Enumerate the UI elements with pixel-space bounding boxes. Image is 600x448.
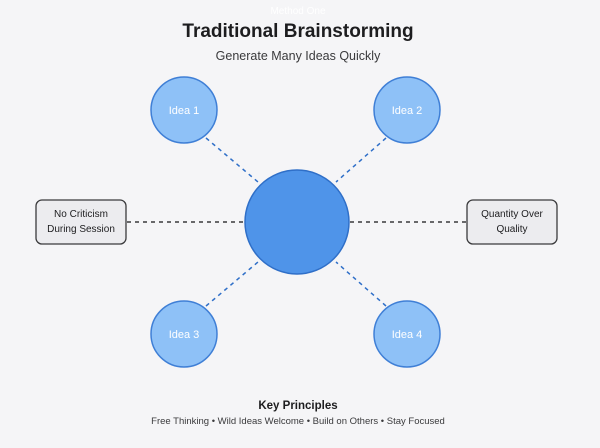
key-principles-title: Key Principles [258,400,337,412]
idea-circle [150,300,218,368]
idea-node-4: Idea 4 [373,300,441,368]
right-box-line-2: Quality [496,224,527,235]
connector-idea-2 [335,137,387,183]
left-box-line-2: During Session [47,224,115,235]
connector-idea-1 [205,137,259,183]
right-principle-box: Quantity Over Quality [466,199,558,245]
idea-label: Idea 2 [392,105,423,117]
idea-label: Idea 3 [169,329,200,341]
idea-label: Idea 1 [169,105,200,117]
idea-circle [373,300,441,368]
left-box-rect [35,199,127,245]
connectors [127,137,466,307]
diagram-subtitle: Generate Many Ideas Quickly [216,49,381,63]
right-box-line-1: Quantity Over [481,209,543,220]
idea-circle [373,76,441,144]
right-box-rect [466,199,558,245]
connector-idea-4 [335,261,387,307]
left-principle-box: No Criticism During Session [35,199,127,245]
diagram-title: Traditional Brainstorming [182,21,413,42]
idea-circle [150,76,218,144]
idea-node-1: Idea 1 [150,76,218,144]
idea-label: Idea 4 [392,329,423,341]
center-node [244,169,350,275]
faint-header-label: Method One [270,6,325,17]
left-box-line-1: No Criticism [54,209,108,220]
connector-idea-3 [205,261,259,307]
idea-node-2: Idea 2 [373,76,441,144]
key-principles-text: Free Thinking • Wild Ideas Welcome • Bui… [151,416,445,427]
idea-node-3: Idea 3 [150,300,218,368]
